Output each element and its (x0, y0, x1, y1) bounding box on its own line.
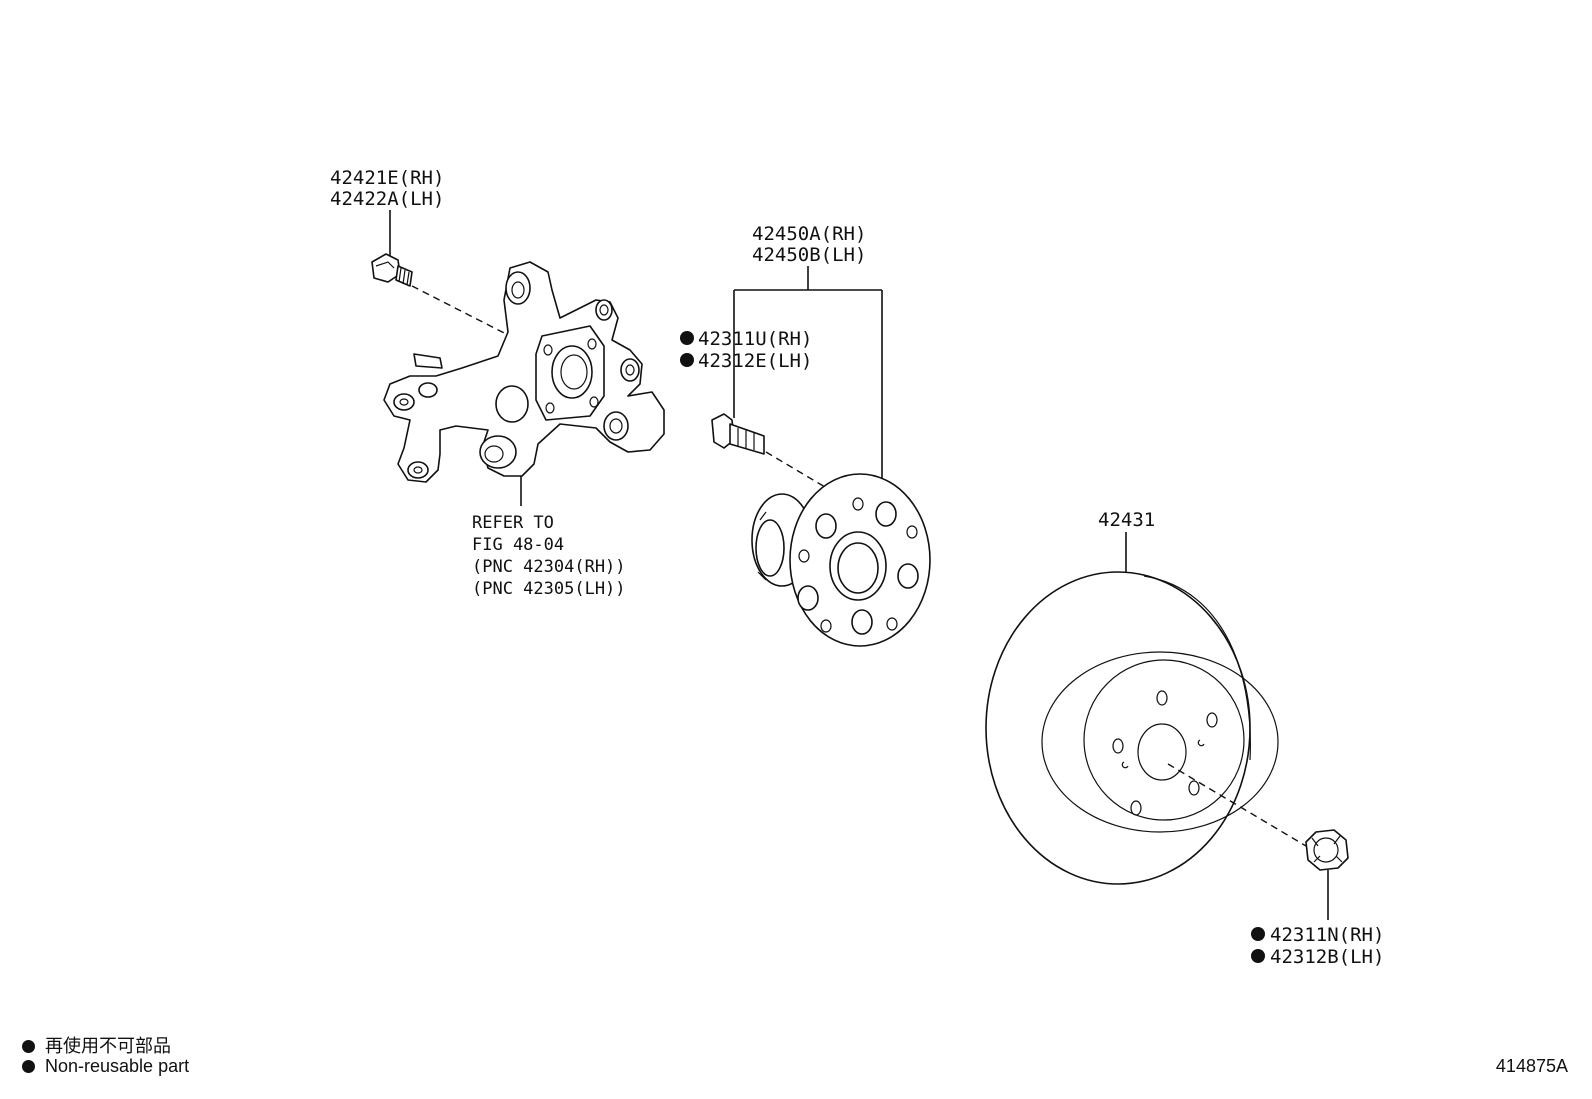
figure-id: 414875A (1495, 1056, 1568, 1076)
hub-part-number-rh: 42450A(RH) (752, 223, 866, 245)
refer-note-line-1: REFER TO (472, 513, 554, 533)
knuckle-part[interactable] (383, 261, 665, 483)
hub-bracket-leader (733, 266, 883, 484)
bolt-label-group[interactable]: 42421E(RH) 42422A(LH) (330, 167, 444, 210)
refer-note-line-3: (PNC 42304(RH)) (472, 557, 626, 577)
legend-text-en: Non-reusable part (45, 1056, 190, 1076)
hub-nut-label-group[interactable]: 42311N(RH) 42312B(LH) (1251, 924, 1384, 968)
refer-note: REFER TO FIG 48-04 (PNC 42304(RH)) (PNC … (472, 513, 626, 599)
legend-non-reusable-en: Non-reusable part (22, 1056, 189, 1077)
hub-bolt-part-number-lh: 42312E(LH) (698, 350, 812, 372)
hub-label-group[interactable]: 42450A(RH) 42450B(LH) (752, 223, 866, 266)
rotor-dashed-guide (1167, 763, 1307, 847)
hub-nut-part[interactable] (1305, 829, 1349, 871)
non-reusable-marker (680, 331, 694, 345)
hub-bolt-part[interactable] (711, 413, 765, 455)
bolt-part-number-lh: 42422A(LH) (330, 188, 444, 210)
rotor-part[interactable] (985, 571, 1279, 885)
hub-nut-part-number-lh: 42312B(LH) (1270, 946, 1384, 968)
hub-bolt-label-group[interactable]: 42311U(RH) 42312E(LH) (680, 328, 812, 372)
non-reusable-marker (680, 353, 694, 367)
hub-bolt-part-number-rh: 42311U(RH) (698, 328, 812, 350)
refer-note-line-2: FIG 48-04 (472, 535, 564, 555)
bolt-part[interactable] (371, 253, 413, 287)
bolt-part-number-rh: 42421E(RH) (330, 167, 444, 189)
non-reusable-marker (1251, 927, 1265, 941)
non-reusable-marker (1251, 949, 1265, 963)
hub-bearing-part[interactable] (751, 473, 931, 647)
rotor-part-number[interactable]: 42431 (1098, 509, 1155, 531)
legend-non-reusable-jp: 再使用不可部品 (22, 1032, 171, 1058)
bullet-icon (22, 1060, 35, 1073)
refer-note-line-4: (PNC 42305(LH)) (472, 579, 626, 599)
bullet-icon (22, 1040, 35, 1053)
hub-part-number-lh: 42450B(LH) (752, 244, 866, 266)
legend-text-jp: 再使用不可部品 (45, 1036, 171, 1056)
hub-bolt-dashed-guide (765, 451, 831, 491)
bolt-dashed-guide (411, 285, 511, 337)
hub-nut-part-number-rh: 42311N(RH) (1270, 924, 1384, 946)
